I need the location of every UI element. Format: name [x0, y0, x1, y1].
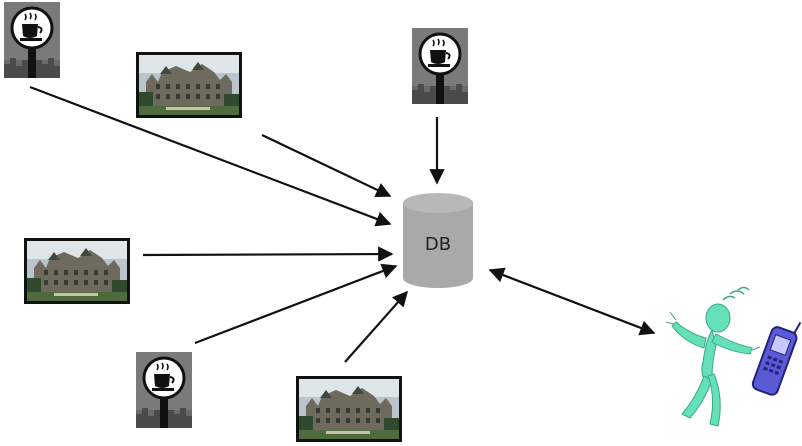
- hotel-photo: [136, 52, 242, 118]
- arrows: [29, 85, 656, 363]
- arrow-cafe-topleft-to-db: [29, 85, 392, 227]
- cafe-sign-icon: [2, 0, 62, 80]
- hotel-photo: [24, 238, 130, 304]
- arrow-cafe-bottom-to-db: [194, 263, 398, 345]
- arrow-hotel-bottom-to-db: [344, 290, 409, 363]
- database-label: DB: [425, 234, 451, 255]
- hotel-photo: [296, 376, 402, 442]
- person-with-phone: [665, 286, 802, 427]
- cafe-sign-icon: [134, 350, 194, 430]
- arrow-hotel-left-to-db: [142, 246, 394, 262]
- phone-icon: [751, 321, 802, 396]
- person-figure: [665, 303, 761, 427]
- arrow-hotel-top-to-db: [261, 134, 392, 197]
- cafe-sign-icon: [410, 26, 470, 106]
- arrow-db-phone-bidirectional: [488, 267, 656, 336]
- database-cylinder: DB: [403, 193, 473, 288]
